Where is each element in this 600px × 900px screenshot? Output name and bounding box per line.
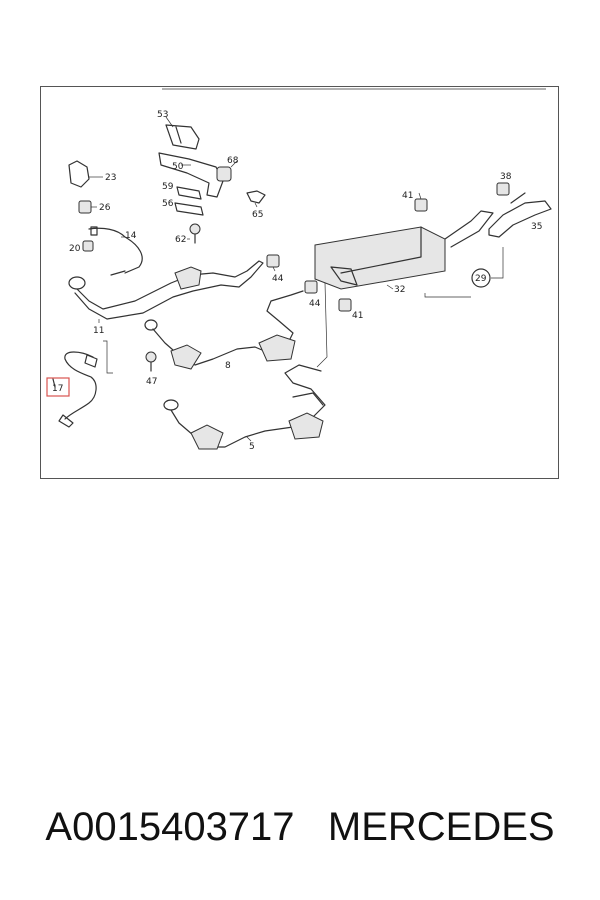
callout-44-left: 44 — [272, 274, 284, 284]
part-44-clamp-right — [304, 280, 318, 294]
part-41-clamp-upper — [414, 192, 428, 212]
part-50-hanger — [158, 152, 224, 198]
callout-53: 53 — [157, 110, 168, 120]
leader-44-to-5 — [316, 282, 328, 368]
callout-8: 8 — [225, 361, 231, 371]
callout-23: 23 — [105, 173, 116, 183]
part-56-strap — [174, 202, 204, 216]
leader-11-to-8 — [103, 340, 113, 374]
part-59-strap — [176, 186, 202, 200]
callout-44-right: 44 — [309, 299, 321, 309]
part-35-tail-pipe — [488, 192, 552, 238]
callout-20: 20 — [69, 244, 81, 254]
part-26-connector — [78, 200, 97, 214]
brand-name: MERCEDES — [327, 805, 555, 849]
part-44-clamp-left — [266, 254, 280, 272]
part-53-bracket — [165, 116, 200, 150]
callout-17-highlight — [46, 377, 70, 397]
callout-68: 68 — [227, 156, 239, 166]
callout-50: 50 — [172, 162, 184, 172]
callout-65: 65 — [252, 210, 263, 220]
part-caption: A0015403717 MERCEDES — [0, 805, 600, 850]
part-11-front-pipe — [68, 260, 264, 323]
callout-59: 59 — [162, 182, 174, 192]
part-62-bolt — [187, 223, 201, 244]
part-number: A0015403717 — [45, 805, 295, 849]
callout-47: 47 — [146, 377, 157, 387]
callout-17: 17 — [52, 384, 63, 394]
callout-11: 11 — [93, 326, 104, 336]
part-41-clamp-lower — [338, 298, 352, 312]
part-29-callout-circle — [424, 247, 504, 298]
part-17-oxygen-sensor — [52, 351, 98, 428]
callout-41-lower: 41 — [352, 311, 363, 321]
callout-14: 14 — [125, 231, 137, 241]
callout-29: 29 — [475, 274, 487, 284]
exhaust-system-drawing: 53 23 50 68 59 56 — [46, 88, 552, 452]
part-47-bolt — [145, 351, 157, 372]
part-65-clip — [246, 190, 266, 208]
part-32-rear-muffler — [314, 210, 494, 290]
part-5-front-pipe-assembly — [163, 364, 326, 450]
callout-56: 56 — [162, 199, 174, 209]
part-14-oxygen-sensor — [88, 226, 143, 276]
parts-diagram: 53 23 50 68 59 56 — [40, 86, 559, 479]
callout-62: 62 — [175, 235, 186, 245]
part-38-clamp — [496, 182, 510, 196]
callout-38: 38 — [500, 172, 512, 182]
callout-35: 35 — [531, 222, 542, 232]
callout-26: 26 — [99, 203, 111, 213]
callout-41-upper: 41 — [402, 191, 413, 201]
callout-5: 5 — [249, 442, 255, 452]
callout-32: 32 — [394, 285, 405, 295]
part-8-intermediate-pipe — [144, 290, 304, 370]
part-68-mount — [216, 160, 238, 182]
part-20-clip — [82, 240, 94, 252]
part-23-bracket — [68, 160, 103, 188]
